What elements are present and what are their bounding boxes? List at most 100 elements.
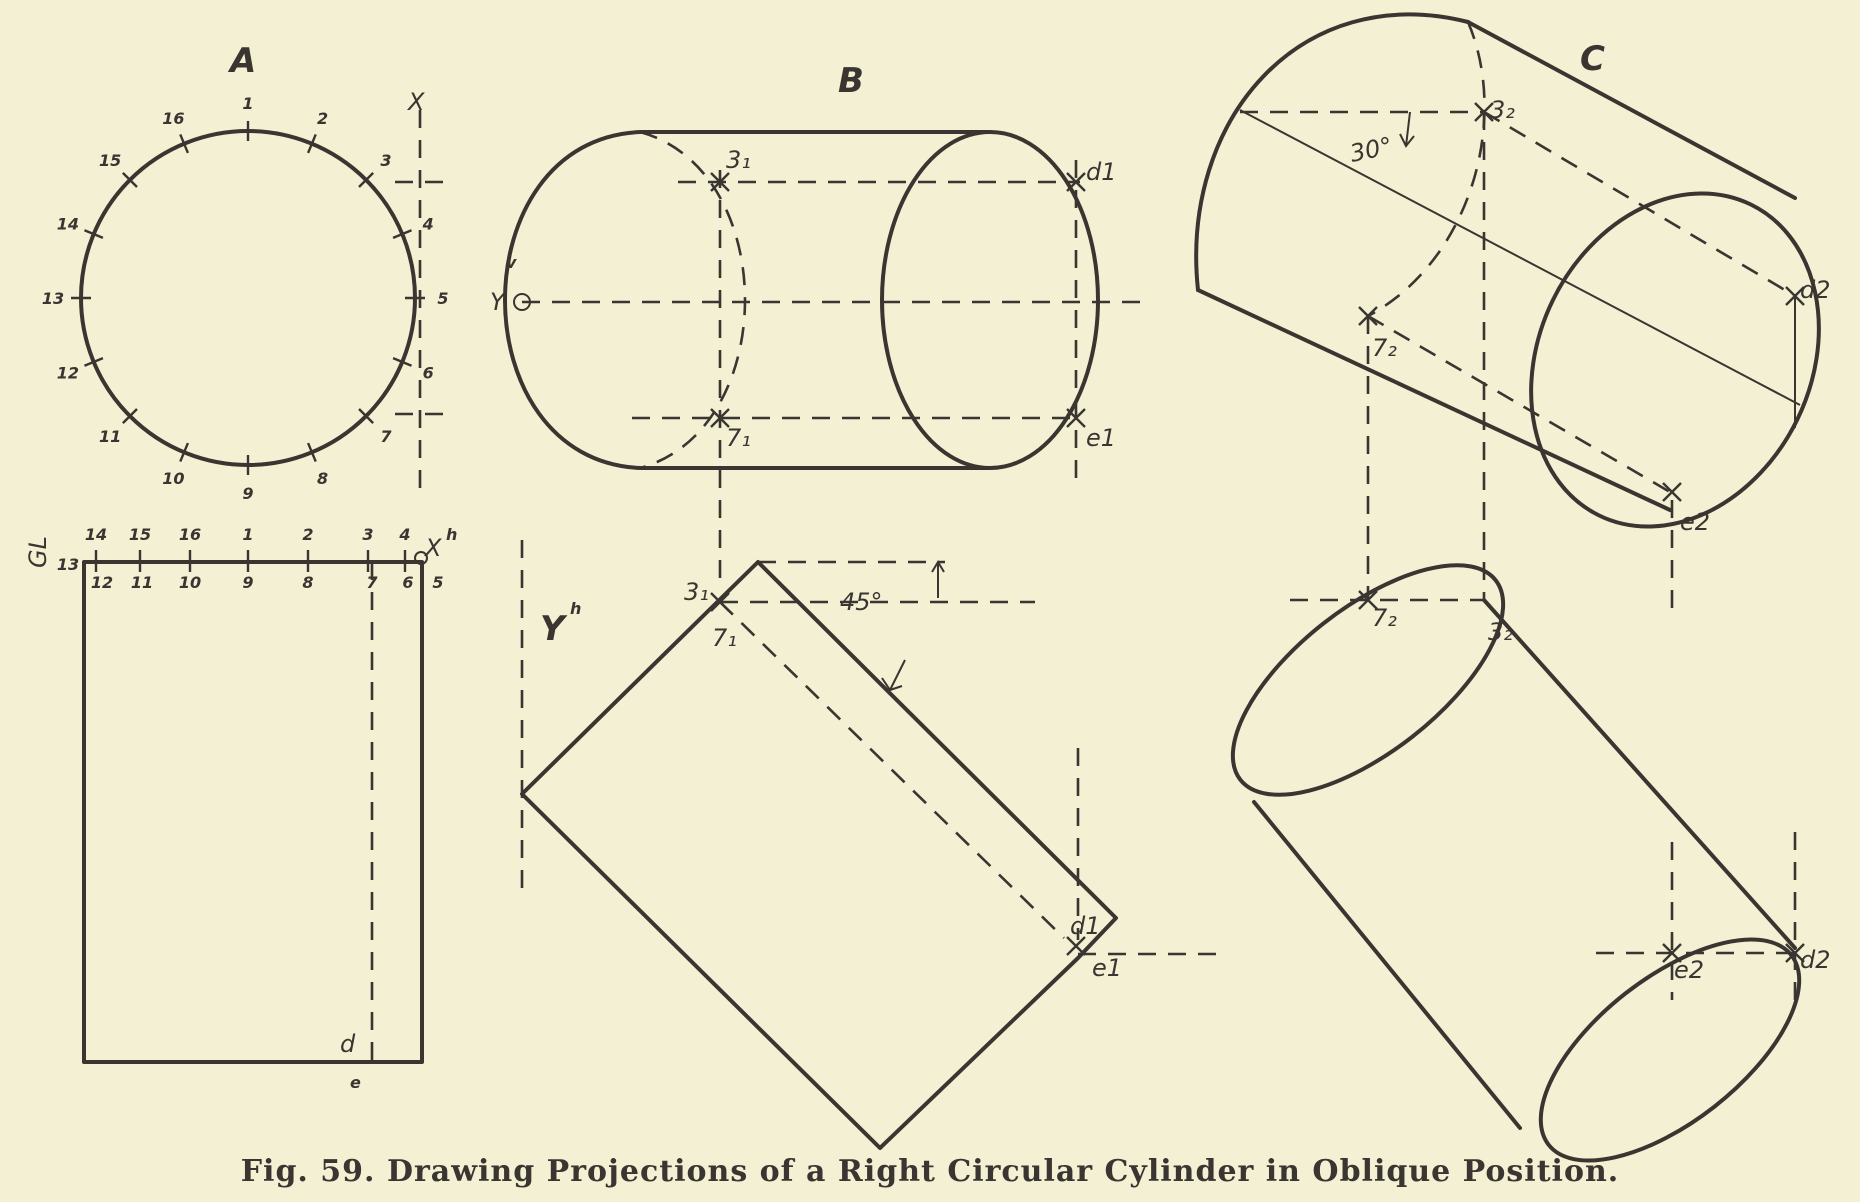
c-plan-top-ellipse <box>1230 563 1506 797</box>
a-circle-tick <box>358 171 375 188</box>
b-plan-rect <box>520 560 1118 1150</box>
yv-superscript: v <box>506 253 517 272</box>
a-edge-number-top: 1 <box>242 525 253 544</box>
label-d1: d1 <box>1086 158 1117 186</box>
a-circle-number: 15 <box>99 151 121 170</box>
b-cylinder-outline <box>503 130 992 470</box>
label-d2: d2 <box>1800 276 1831 304</box>
c-hidden-arc <box>1369 21 1486 317</box>
label-3-1: 3₁ <box>726 146 751 174</box>
a-edge-number-top: 15 <box>129 525 151 544</box>
a-edge-number-bottom: 5 <box>432 573 443 592</box>
c-axis-line <box>1239 109 1801 406</box>
a-edge-number-bottom: 6 <box>402 573 413 592</box>
cross-marker <box>710 172 730 192</box>
b-hidden-end-arc <box>639 130 747 470</box>
c-dash-7-2 <box>1367 314 1671 494</box>
a-edge-number-top: 3 <box>362 525 373 544</box>
a-edge-number-top: 16 <box>179 525 201 544</box>
gl-label: GL <box>24 536 52 568</box>
cross-marker <box>1066 408 1086 428</box>
b-plan-hidden-element <box>719 601 1065 939</box>
a-point-5-marker <box>414 551 428 565</box>
cross-marker <box>1066 936 1086 956</box>
angle-30-label: 30° <box>1347 132 1394 168</box>
c-right-end-ellipse <box>1529 191 1821 529</box>
a-edge-number-bottom: 9 <box>242 573 253 592</box>
label-e2: e2 <box>1680 508 1710 536</box>
c-dash-3-2 <box>1483 110 1796 298</box>
cross-marker <box>710 408 730 428</box>
a-circle-number: 7 <box>380 427 392 446</box>
cross-markers <box>710 102 1805 963</box>
view-b-label: B <box>838 61 864 101</box>
cross-marker <box>1662 482 1682 502</box>
a-circle-tick <box>306 442 317 462</box>
label-d: d <box>340 1030 356 1058</box>
a-circle-ticks <box>71 121 425 475</box>
cross-marker <box>1066 172 1086 192</box>
angle-45-label: 45° <box>840 588 883 616</box>
b-right-end-ellipse <box>880 130 1100 470</box>
c-plan-sides <box>1252 598 1797 1130</box>
cross-marker <box>1785 286 1805 306</box>
a-edge-number-top: 4 <box>398 525 410 544</box>
c-left-end-arc <box>1194 12 1470 292</box>
a-circle-number: 14 <box>57 214 79 233</box>
a-edge-number-bottom: 10 <box>179 573 201 592</box>
view-c <box>1194 12 1821 1163</box>
a-circle-tick <box>84 356 104 367</box>
a-circle-tick <box>121 171 138 188</box>
a-circle-number: 6 <box>423 364 434 383</box>
figure-caption: Fig. 59. Drawing Projections of a Right … <box>240 1154 1620 1189</box>
b-45-arrow <box>931 560 945 598</box>
cross-marker <box>1474 102 1494 122</box>
a-circle-tick <box>84 229 104 240</box>
a-edge-number-bottom: 8 <box>302 573 313 592</box>
a-circle-number: 5 <box>437 289 448 308</box>
a-circle-number: 13 <box>42 289 64 308</box>
yv-label: Y <box>490 288 507 316</box>
label-7-1-plan: 7₁ <box>712 624 737 652</box>
view-a-label: A <box>227 41 256 81</box>
label-7-1: 7₁ <box>726 424 751 452</box>
a-edge-number-bottom: 7 <box>366 573 378 592</box>
a-circle-number: 1 <box>242 94 253 113</box>
label-3-2-plan: 3₂ <box>1488 618 1513 646</box>
label-e1-plan: e1 <box>1092 954 1122 982</box>
a-circle-number: 8 <box>317 469 328 488</box>
label-e1: e1 <box>1086 424 1116 452</box>
cross-marker <box>1785 943 1805 963</box>
yh-label: Y <box>540 609 568 649</box>
a-circle-tick <box>179 134 190 154</box>
x-h-label: X <box>423 534 442 562</box>
a-circle-number: 10 <box>162 469 184 488</box>
cross-marker <box>1358 590 1378 610</box>
a-edge-number-13: 13 <box>57 555 79 574</box>
label-d2-plan: d2 <box>1800 946 1831 974</box>
a-edge-number-bottom: 11 <box>131 573 153 592</box>
a-circle-tick <box>358 408 375 425</box>
c-cylinder-sides <box>1196 20 1797 512</box>
a-circle-number: 12 <box>57 364 79 383</box>
a-edge-number-top: 14 <box>85 525 107 544</box>
a-edge-number-bottom: 12 <box>91 573 113 592</box>
a-circle-number: 4 <box>422 214 434 233</box>
label-3-2: 3₂ <box>1490 96 1515 124</box>
cross-marker <box>1662 943 1682 963</box>
a-circle-number: 11 <box>99 427 121 446</box>
a-circle-number: 3 <box>380 151 391 170</box>
label-e: e <box>350 1073 361 1092</box>
a-circle-tick <box>392 229 412 240</box>
a-circle-number: 9 <box>242 484 253 503</box>
a-circle-tick <box>121 408 138 425</box>
x-top-label: X <box>406 88 425 116</box>
label-d1-plan: d1 <box>1070 912 1101 940</box>
b-arrow-right-element <box>881 659 906 692</box>
a-circle-number: 16 <box>162 109 184 128</box>
